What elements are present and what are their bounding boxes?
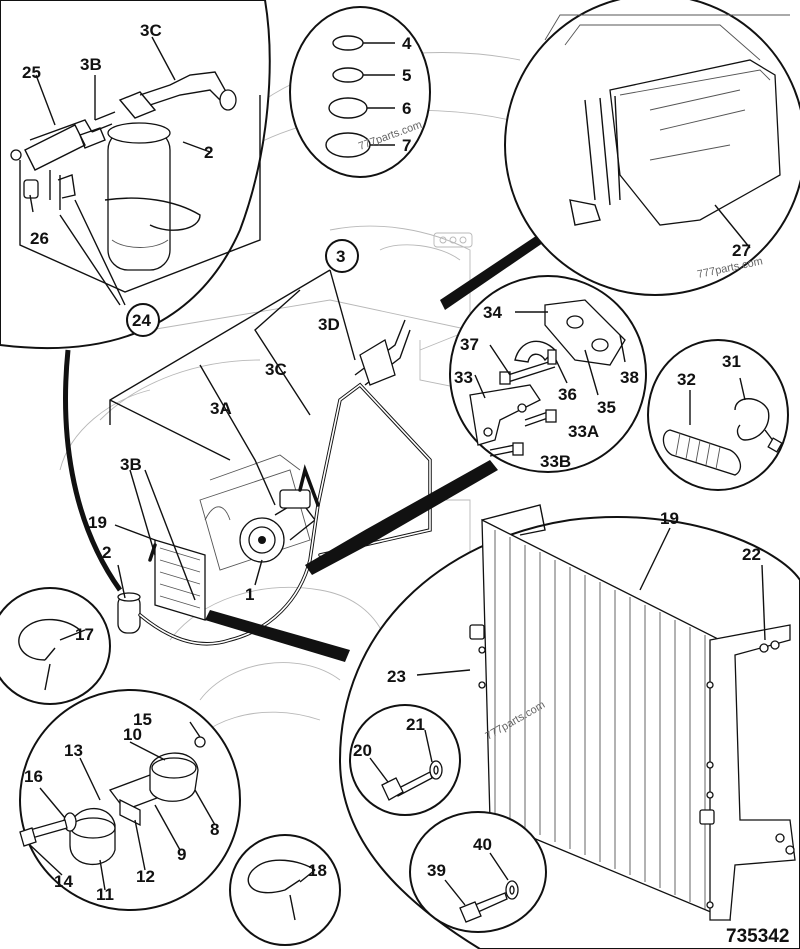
callout-11: 11: [96, 885, 114, 904]
detail-grommet: [647, 339, 789, 491]
callout-7: 7: [402, 136, 411, 155]
compressor-assembly: [199, 454, 316, 571]
detail-bolt-20-21: [349, 704, 461, 816]
callout-20: 20: [353, 741, 372, 760]
callout-16: 16: [24, 767, 43, 786]
callout-22: 22: [742, 545, 761, 564]
callout-6: 6: [402, 99, 411, 118]
callout-33b: 33B: [540, 452, 571, 471]
callout-3b: 3B: [80, 55, 102, 74]
callout-35: 35: [597, 398, 616, 417]
detail-receiver-drier: [0, 0, 271, 349]
callout-17: 17: [75, 625, 94, 644]
callout-27: 27: [732, 241, 751, 260]
callout-13: 13: [64, 741, 83, 760]
callout-18: 18: [308, 861, 327, 880]
callout-3c: 3C: [265, 360, 287, 379]
callout-39: 39: [427, 861, 446, 880]
receiver-drier-small: [117, 592, 141, 634]
callout-2: 2: [102, 543, 111, 562]
callout-38: 38: [620, 368, 639, 387]
callout-8: 8: [210, 820, 219, 839]
callout-14: 14: [54, 872, 73, 891]
detail-clamps: [19, 689, 241, 911]
callout-3c: 3C: [140, 21, 162, 40]
callout-1: 1: [245, 585, 254, 604]
callout-19: 19: [88, 513, 107, 532]
callout-34: 34: [483, 303, 502, 322]
callout-25: 25: [22, 63, 41, 82]
callout-3d: 3D: [318, 315, 340, 334]
callout-5: 5: [402, 66, 411, 85]
callout-32: 32: [677, 370, 696, 389]
callout-26: 26: [30, 229, 49, 248]
detail-cable-tie-17: [0, 587, 111, 705]
callout-9: 9: [177, 845, 186, 864]
callout-3a: 3A: [210, 399, 232, 418]
condenser-small: [154, 539, 206, 621]
callout-4: 4: [402, 34, 412, 53]
callout-circles: [126, 239, 359, 337]
detail-bolt-39-40: [409, 811, 547, 933]
callout-10: 10: [123, 725, 142, 744]
detail-o-rings: [289, 6, 431, 178]
callout-3b: 3B: [120, 455, 142, 474]
callout-19: 19: [660, 509, 679, 528]
reference-number: 735342: [726, 926, 789, 947]
callout-36: 36: [558, 385, 577, 404]
callout-23: 23: [387, 667, 406, 686]
callout-33: 33: [454, 368, 473, 387]
callout-2: 2: [204, 143, 213, 162]
callout-labels: 1 2 2 3 3A 3B 3B 3C 3C 3D 4 5 6 7 8 9 10…: [22, 21, 761, 904]
callout-37: 37: [460, 335, 479, 354]
callout-40: 40: [473, 835, 492, 854]
callout-31: 31: [722, 352, 741, 371]
callout-3: 3: [336, 247, 345, 266]
hose-callout-leaders: [109, 269, 356, 601]
detail-bracket: [449, 275, 647, 473]
detail-evaporator: [504, 0, 800, 296]
detail-cable-tie-18: [229, 834, 341, 946]
callout-33a: 33A: [568, 422, 599, 441]
callout-21: 21: [406, 715, 425, 734]
callout-24: 24: [132, 311, 151, 330]
callout-15: 15: [133, 710, 152, 729]
callout-12: 12: [136, 867, 155, 886]
